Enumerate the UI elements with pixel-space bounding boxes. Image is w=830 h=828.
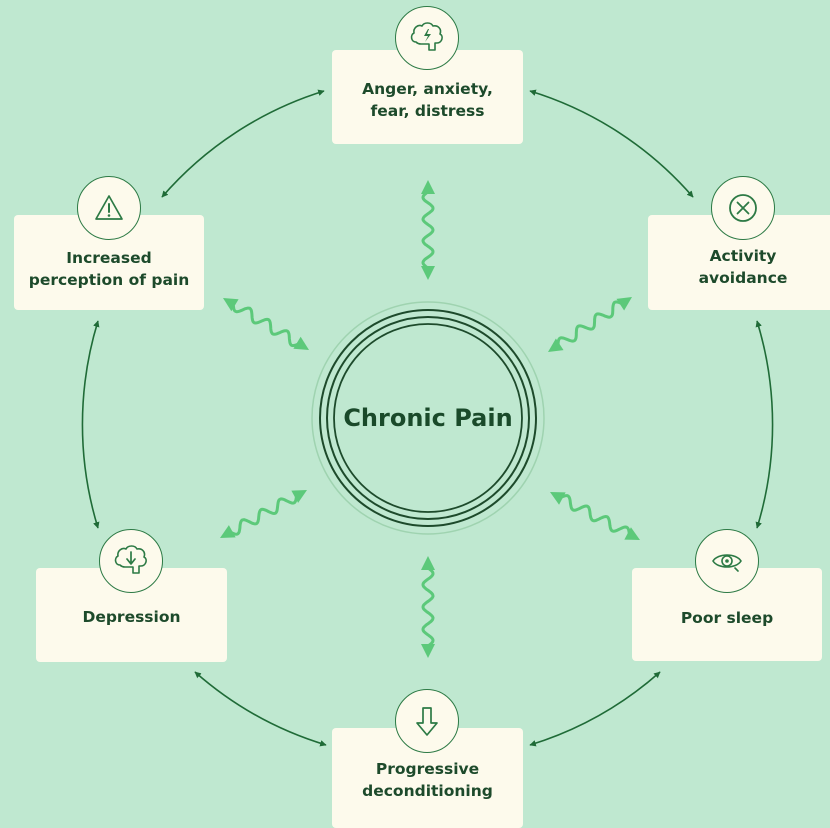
arrow-perception-anger [161,89,325,198]
arrow-depression-perception [81,320,100,529]
arrow-activity-sleep [755,320,774,529]
arrow-sleep-deconditioning [529,671,661,747]
wavy-arrow-activity [548,297,632,352]
wavy-arrow-anger [421,180,435,280]
wavy-arrow-perception [223,298,309,350]
node-label: Progressive deconditioning [362,760,493,800]
wavy-arrows [220,180,640,658]
node-label: Increased perception of pain [28,248,190,289]
center-label: Chronic Pain [343,404,513,432]
brain-lightning-icon [395,6,459,70]
wavy-arrow-sleep [550,492,640,540]
arrow-deconditioning-depression [194,671,327,747]
node-label: Anger, anxiety, fear, distress [362,80,493,120]
down-arrow-icon [395,689,459,753]
cross-circle-icon [711,176,775,240]
eye-icon [695,529,759,593]
node-label: Poor sleep [680,608,774,627]
node-label: Depression [82,608,181,626]
chronic-pain-circle [311,301,545,535]
cycle-arrows [81,89,774,747]
wavy-arrow-deconditioning [421,556,435,658]
wavy-arrow-depression [220,490,307,538]
arrow-anger-activity [529,89,694,198]
warning-triangle-icon [77,176,141,240]
brain-down-arrow-icon [99,529,163,593]
node-label: Activity avoidance [698,246,788,287]
